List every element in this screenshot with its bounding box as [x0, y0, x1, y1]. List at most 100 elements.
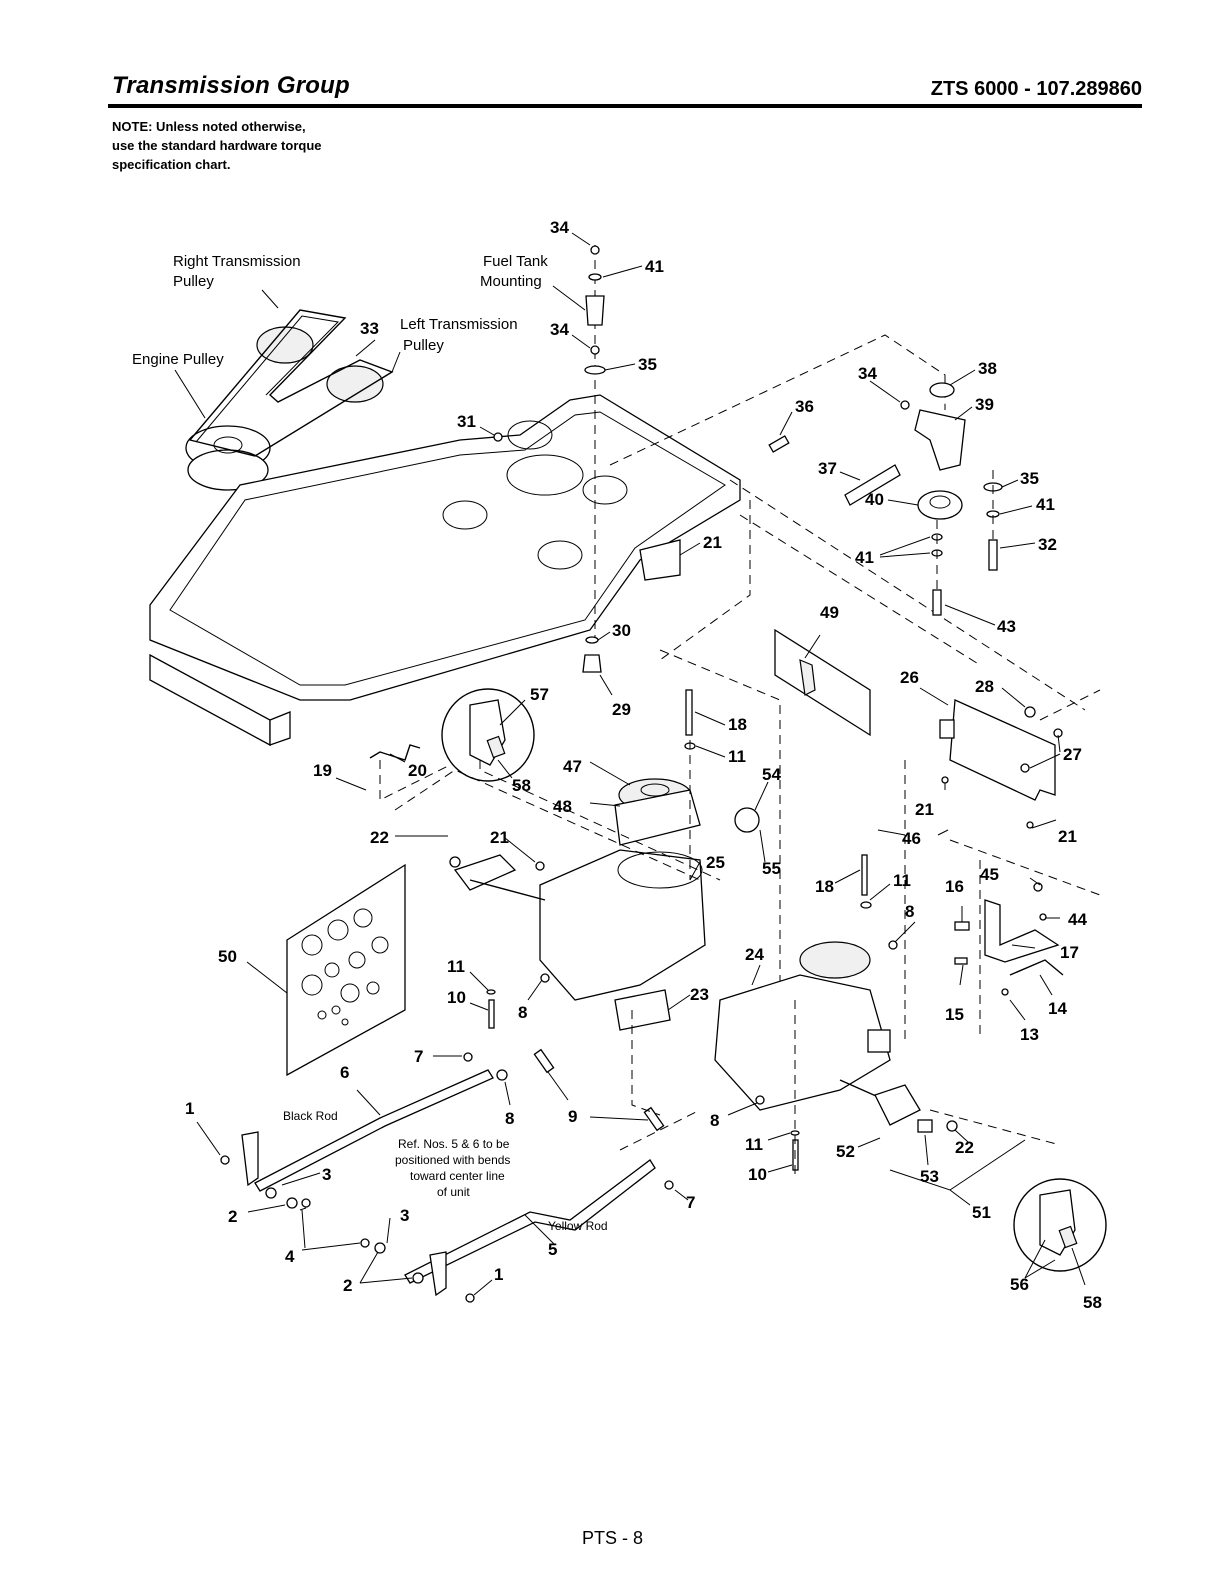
callout-52: 52 — [836, 1142, 855, 1161]
callout-11: 11 — [447, 957, 465, 976]
black-rod-label: Black Rod — [283, 1109, 338, 1123]
rod-bracket — [241, 1131, 259, 1187]
lug-nut — [946, 1120, 958, 1132]
drive-belt — [188, 309, 394, 457]
callout-11: 11 — [893, 871, 911, 890]
nut — [493, 432, 503, 442]
frame-cutout — [506, 454, 584, 496]
callout-10: 10 — [748, 1165, 767, 1184]
callout-11: 11 — [728, 747, 746, 766]
cooling-fan — [614, 789, 701, 846]
callout-7: 7 — [414, 1047, 423, 1066]
inset-circle — [1013, 1178, 1107, 1272]
callout-44: 44 — [1068, 910, 1087, 929]
kit-card-part — [799, 659, 816, 696]
part-labels: Right Transmission Pulley Left Transmiss… — [132, 253, 608, 1233]
model-number: ZTS 6000 - 107.289860 — [930, 78, 1142, 100]
mount-bracket — [949, 699, 1056, 801]
handle-bracket-assembly — [954, 882, 1064, 996]
idler-arm — [914, 409, 966, 471]
bracket-tab — [939, 719, 955, 739]
o-ring — [331, 1005, 341, 1015]
nut — [590, 245, 600, 255]
seal — [353, 908, 373, 928]
washer — [860, 901, 872, 909]
idler-spring — [844, 464, 901, 506]
o-ring — [366, 981, 380, 995]
gear-sprocket — [734, 807, 760, 833]
washer — [374, 1242, 386, 1254]
callout-21: 21 — [1058, 827, 1077, 846]
pin — [643, 1106, 665, 1132]
washer — [790, 1130, 800, 1136]
washer — [486, 989, 496, 995]
callout-7: 7 — [686, 1193, 695, 1212]
drive-belt-inner — [195, 315, 340, 443]
left-transaxle — [394, 649, 781, 1050]
note-line: use the standard hardware torque — [112, 138, 322, 153]
transaxle-fan-housing — [617, 851, 703, 889]
seal — [301, 934, 323, 956]
callout-38: 38 — [978, 359, 997, 378]
inset-spring — [1058, 1225, 1078, 1249]
kit-card-49 — [774, 628, 871, 737]
callout-40: 40 — [865, 490, 884, 509]
callout-57: 57 — [530, 685, 549, 704]
seal — [327, 919, 349, 941]
inset-detail-right — [1013, 1178, 1107, 1272]
callout-48: 48 — [553, 797, 572, 816]
nut — [463, 1052, 473, 1062]
left-transmission-pulley-label: Left Transmission — [400, 316, 518, 333]
lever-wire — [369, 744, 421, 761]
callout-17: 17 — [1060, 943, 1079, 962]
washer — [265, 1187, 277, 1199]
callout-26: 26 — [900, 668, 919, 687]
black-rod — [254, 1069, 494, 1192]
page-number: PTS - 8 — [581, 1528, 643, 1548]
callout-55: 55 — [762, 859, 781, 878]
washer — [588, 273, 602, 281]
left-transaxle-housing — [539, 849, 706, 1001]
callout-53: 53 — [920, 1167, 939, 1186]
torque-note: NOTE: Unless noted otherwise, use the st… — [112, 117, 412, 174]
left-transmission-pulley — [326, 365, 384, 403]
callout-24: 24 — [745, 945, 764, 964]
bolt — [768, 435, 790, 453]
seal — [371, 936, 389, 954]
pin — [954, 957, 968, 965]
nut — [301, 1198, 311, 1208]
nut — [1020, 763, 1030, 773]
seal — [301, 974, 323, 996]
callout-1: 1 — [494, 1265, 503, 1284]
callout-2: 2 — [343, 1276, 352, 1295]
rod-orientation-note: Ref. Nos. 5 & 6 to be — [398, 1137, 510, 1151]
callout-37: 37 — [818, 459, 837, 478]
inset-spring — [486, 735, 506, 759]
callout-32: 32 — [1038, 535, 1057, 554]
transmission-mount-bracket — [904, 689, 1101, 1045]
rod-orientation-note: of unit — [437, 1185, 470, 1199]
callout-45: 45 — [980, 865, 999, 884]
callout-15: 15 — [945, 1005, 964, 1024]
callout-34: 34 — [550, 320, 569, 339]
belt-drive-assembly — [185, 309, 394, 491]
nut — [941, 776, 949, 784]
pin — [954, 921, 970, 931]
callout-41: 41 — [855, 548, 874, 567]
bolt — [861, 854, 868, 896]
callout-20: 20 — [408, 761, 427, 780]
callout-19: 19 — [313, 761, 332, 780]
callout-47: 47 — [563, 757, 582, 776]
callout-10: 10 — [447, 988, 466, 1007]
nut — [496, 1069, 508, 1081]
handle-bracket — [984, 899, 1060, 963]
callout-33: 33 — [360, 319, 379, 338]
pulley-hub — [640, 783, 670, 797]
leader-lines — [174, 232, 1086, 1296]
frame-cutout — [507, 420, 553, 450]
right-transmission-pulley-label: Right Transmission — [173, 253, 301, 270]
callout-35: 35 — [1020, 469, 1039, 488]
o-ring — [317, 1010, 327, 1020]
callout-22: 22 — [955, 1138, 974, 1157]
idler-pulley — [917, 490, 963, 520]
